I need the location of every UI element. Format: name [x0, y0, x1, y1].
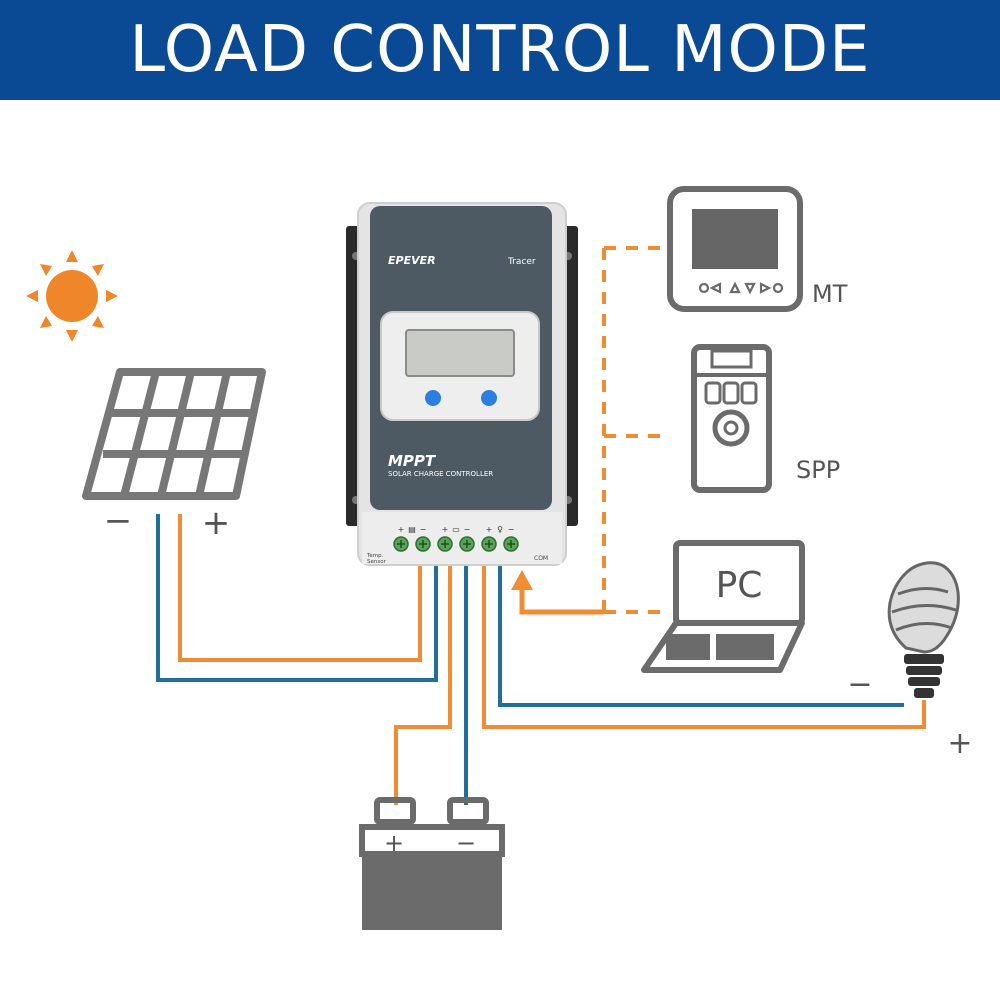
mppt-label: MPPT [388, 452, 437, 470]
svg-text:+: + [398, 525, 405, 534]
battery-minus-label: − [456, 829, 476, 857]
light-bulb-icon [887, 561, 960, 698]
pc-label: PC [716, 565, 763, 606]
com-link-wire [519, 582, 604, 615]
mt-label: MT [812, 280, 848, 308]
panel-positive-wire [178, 514, 422, 662]
controller-subtitle: SOLAR CHARGE CONTROLLER [388, 470, 493, 478]
temp-sensor-label-1: Temp. [366, 553, 384, 559]
sun-icon [26, 250, 118, 342]
svg-text:♀: ♀ [497, 525, 503, 534]
com-arrow-icon [511, 570, 533, 590]
spp-label: SPP [796, 456, 840, 484]
panel-plus-label: + [202, 503, 231, 543]
battery-positive-wire [394, 562, 452, 805]
temp-sensor-label-2: Sensor [367, 559, 387, 565]
load-plus-label: + [947, 726, 972, 761]
lcd-screen [405, 329, 515, 377]
svg-text:+: + [486, 525, 493, 534]
title-banner: LOAD CONTROL MODE [0, 0, 1000, 100]
svg-text:−: − [464, 525, 471, 534]
load-negative-wire [498, 562, 904, 707]
battery-plus-label: + [384, 829, 404, 857]
spp-device-icon [691, 344, 772, 493]
svg-text:−: − [508, 525, 515, 534]
mt-meter-icon [667, 186, 803, 312]
charge-controller: +▤− +▭− +♀− [346, 202, 578, 566]
panel-negative-wire [156, 514, 438, 682]
enter-label: ENTER [481, 427, 498, 433]
select-button[interactable] [425, 390, 441, 406]
svg-text:▭: ▭ [452, 525, 460, 534]
svg-text:+: + [442, 525, 449, 534]
page-title: LOAD CONTROL MODE [129, 13, 871, 87]
enter-button[interactable] [481, 390, 497, 406]
svg-text:▤: ▤ [408, 525, 416, 534]
pc-laptop-icon [641, 540, 805, 673]
load-minus-label: − [847, 667, 872, 702]
com-port-label: COM [534, 555, 548, 562]
terminal-block [393, 536, 519, 552]
svg-text:−: − [420, 525, 427, 534]
battery-icon [359, 797, 505, 930]
select-label: SELECT [422, 427, 442, 433]
panel-minus-label: − [104, 501, 133, 541]
brand-logo: EPEVER [388, 254, 436, 267]
load-positive-wire [482, 562, 926, 729]
solar-panel-icon [82, 368, 266, 500]
model-label: Tracer [507, 257, 536, 267]
